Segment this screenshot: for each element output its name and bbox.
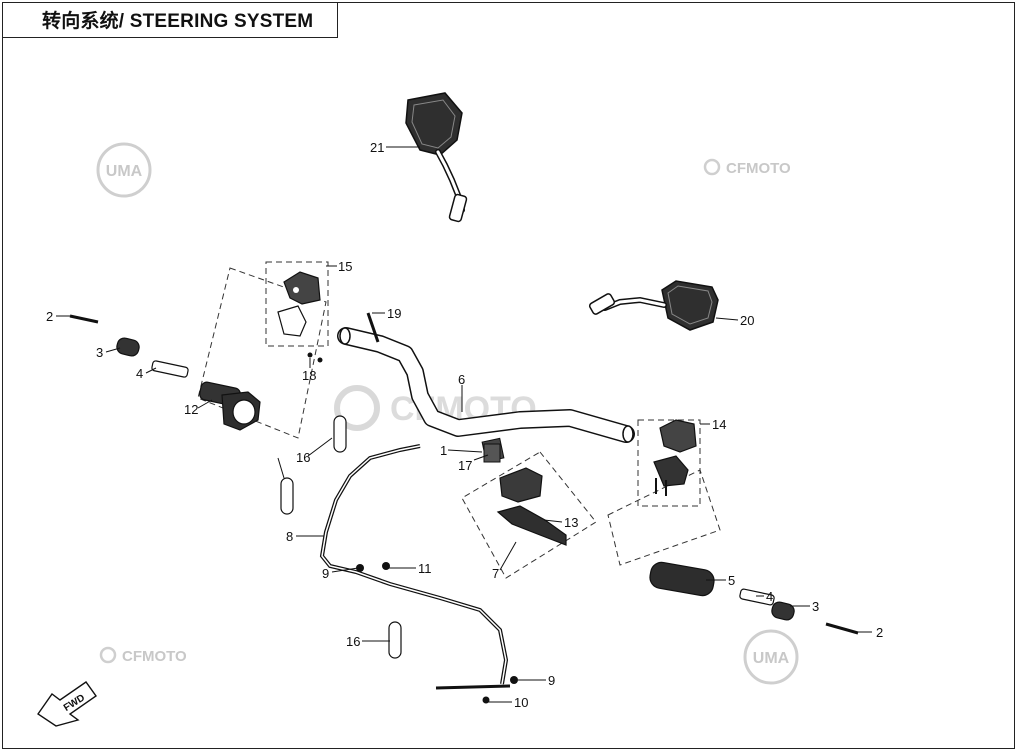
clamp-17-part: [483, 443, 501, 463]
bolt-19-part: [366, 312, 380, 343]
callout-3-right: 3: [812, 599, 819, 614]
throttle-housing-part: [199, 381, 261, 431]
callout-18: 18: [302, 368, 316, 383]
svg-text:CFMOTO: CFMOTO: [726, 160, 791, 177]
callout-2-right: 2: [876, 625, 883, 640]
callout-8: 8: [286, 529, 293, 544]
callout-3-left: 3: [96, 345, 103, 360]
callout-17: 17: [458, 458, 472, 473]
mirror-right-part: [588, 280, 719, 331]
callout-leaders: [56, 146, 872, 703]
svg-text:UMA: UMA: [106, 163, 143, 180]
page-title: 转向系统/ STEERING SYSTEM: [42, 11, 314, 32]
callout-13: 13: [564, 515, 578, 530]
callout-15: 15: [338, 259, 352, 274]
fwd-arrow: FWD: [37, 681, 97, 727]
assembly-group-outlines: [197, 261, 721, 579]
callout-16-top: 16: [296, 450, 310, 465]
left-bar-end-parts: [69, 314, 189, 378]
callout-9-top: 9: [322, 566, 329, 581]
brake-hose-part: [319, 444, 518, 704]
uma-watermark-left: UMA: [96, 142, 152, 198]
callout-5: 5: [728, 573, 735, 588]
mirror-left-part: [405, 92, 468, 223]
cfmoto-watermark-bottomleft: CFMOTO: [99, 646, 187, 665]
callout-16-bottom: 16: [346, 634, 360, 649]
svg-text:CFMOTO: CFMOTO: [122, 648, 187, 665]
callout-6: 6: [458, 372, 465, 387]
cfmoto-watermark-topright: CFMOTO: [703, 158, 791, 177]
uma-watermark-right: UMA: [743, 629, 799, 685]
callout-4-right: 4: [766, 589, 773, 604]
switch-left-part: [277, 271, 321, 337]
callout-7: 7: [492, 566, 499, 581]
callout-9-bottom: 9: [548, 673, 555, 688]
callout-19: 19: [387, 306, 401, 321]
callout-20: 20: [740, 313, 754, 328]
title-box: 转向系统/ STEERING SYSTEM: [2, 2, 338, 38]
callout-21: 21: [370, 140, 384, 155]
callout-14: 14: [712, 417, 726, 432]
straps-16-part: [280, 415, 402, 659]
right-grip-parts: [649, 561, 859, 635]
switch-right-part: [653, 419, 697, 496]
callout-4-left: 4: [136, 366, 143, 381]
callout-10: 10: [514, 695, 528, 710]
callout-2-left: 2: [46, 309, 53, 324]
screws-18-part: [307, 352, 323, 363]
handlebar-part: [337, 327, 635, 443]
callout-1: 1: [440, 443, 447, 458]
svg-text:UMA: UMA: [753, 650, 790, 667]
callout-12: 12: [184, 402, 198, 417]
callout-11: 11: [418, 561, 432, 576]
